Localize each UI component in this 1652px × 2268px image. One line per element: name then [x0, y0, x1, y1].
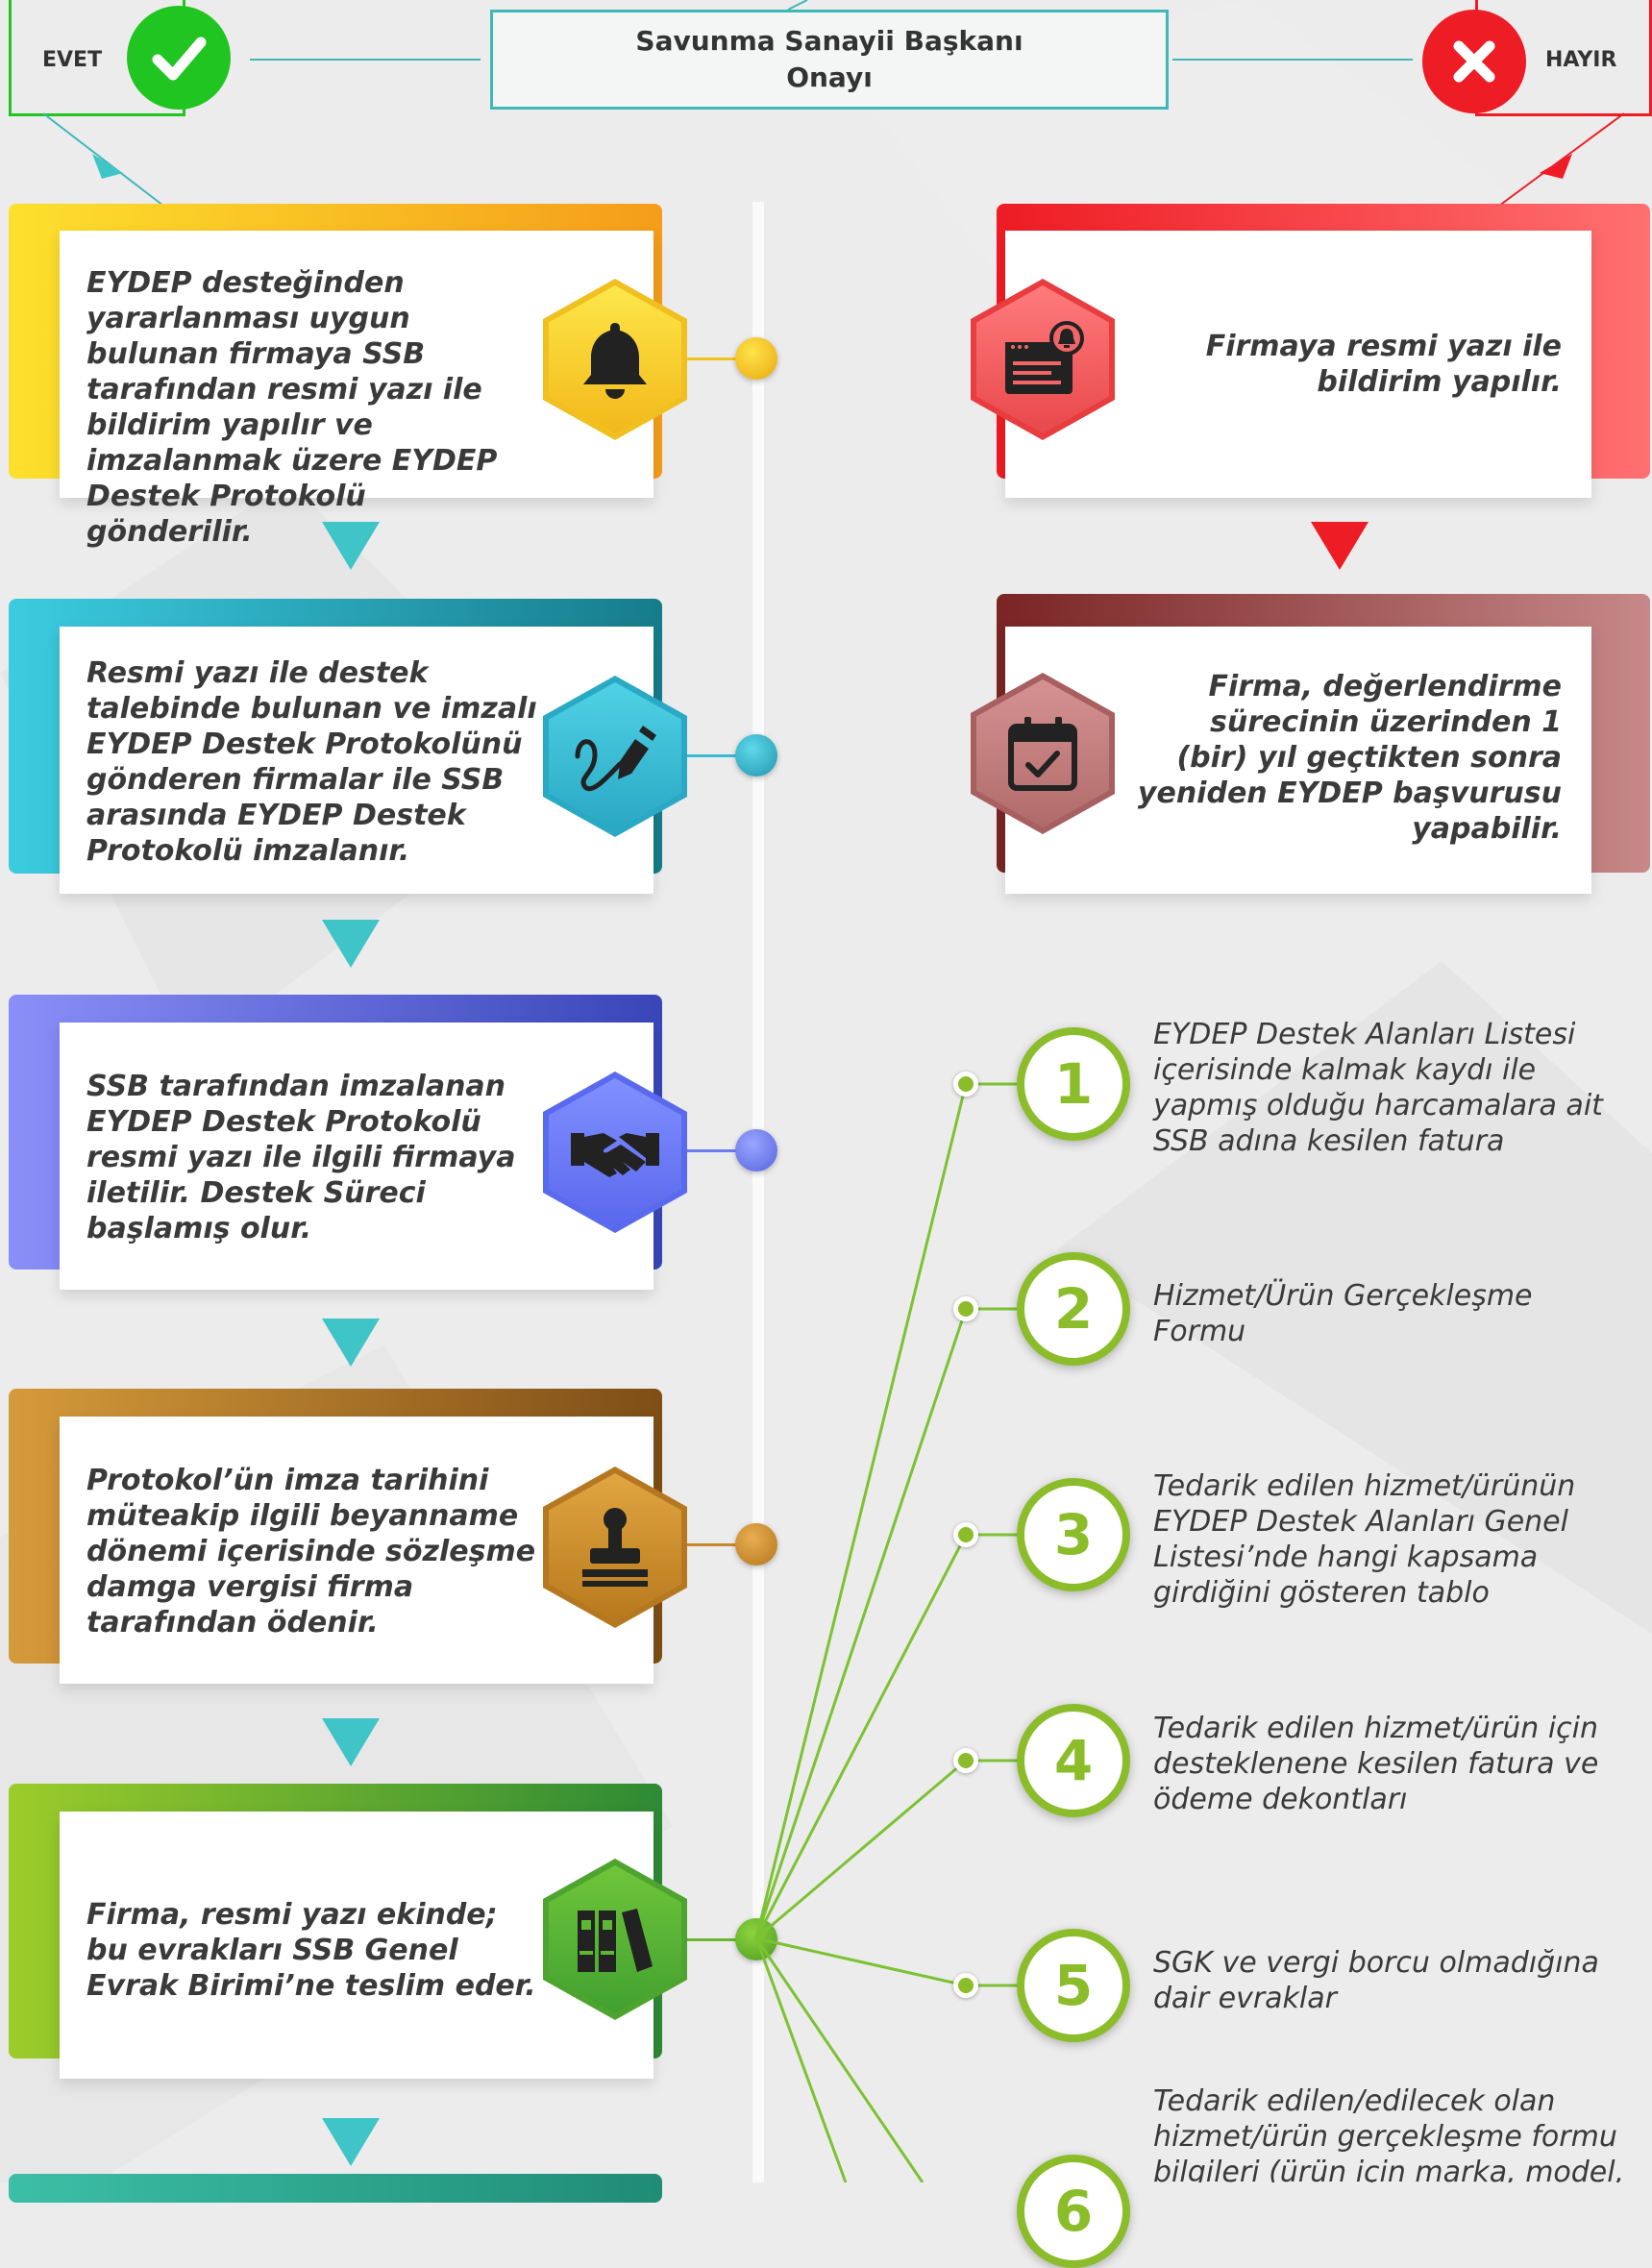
- check-icon: [127, 6, 231, 110]
- bell-icon: [583, 323, 647, 399]
- stamp-icon: [582, 1508, 648, 1587]
- rejection-2-hex: [971, 673, 1115, 834]
- requirement-6-number: 6: [1053, 2179, 1094, 2244]
- down-arrow-icon: [322, 1718, 380, 1766]
- approval-title: Savunma Sanayii Başkanı Onayı: [635, 25, 1023, 93]
- requirement-3-number: 3: [1053, 1502, 1094, 1567]
- step-1-text: EYDEP desteğinden yararlanması uygun bul…: [86, 266, 498, 549]
- step-5-text: Firma, resmi yazı ekinde; bu evrakları S…: [86, 1898, 536, 2003]
- requirement-3-text: Tedarik edilen hizmet/ürünün EYDEP Deste…: [1153, 1469, 1576, 1610]
- requirement-dot: [953, 1973, 978, 1998]
- requirement-dot: [953, 1522, 978, 1547]
- requirement-1-text: EYDEP Destek Alanları Listesi içerisinde…: [1153, 1018, 1603, 1158]
- step-4-hex: [543, 1467, 687, 1628]
- step-2-text: Resmi yazı ile destek talebinde bulunan …: [86, 656, 537, 868]
- step-2-hex: [543, 676, 687, 837]
- requirement-5-number: 5: [1053, 1953, 1094, 2018]
- connector-line: [687, 754, 745, 757]
- requirement-6-text: Tedarik edilen/edilecek olan hizmet/ürün…: [1153, 2084, 1625, 2182]
- connector-line: [687, 357, 745, 360]
- requirement-3-badge: 3: [1017, 1478, 1130, 1591]
- binders-icon: [578, 1909, 653, 1972]
- requirement-6-badge: 6: [1017, 2155, 1130, 2268]
- requirement-2-text: Hizmet/Ürün Gerçekleşme Formu: [1153, 1279, 1533, 1348]
- requirement-5-badge: 5: [1017, 1929, 1130, 2042]
- requirement-dot: [953, 1072, 978, 1097]
- timeline-dot: [735, 1129, 777, 1171]
- requirement-dot: [953, 1748, 978, 1773]
- requirement-4-text: Tedarik edilen hizmet/ürün için destekle…: [1153, 1712, 1599, 1816]
- timeline-dot: [735, 1523, 777, 1565]
- requirement-2-badge: 2: [1017, 1252, 1130, 1366]
- handshake-icon: [571, 1133, 659, 1177]
- step-5-hex: [543, 1859, 687, 2020]
- connector-line: [687, 1543, 745, 1546]
- down-arrow-icon: [322, 1319, 380, 1367]
- down-arrow-icon: [322, 2118, 380, 2166]
- connector-line: [687, 1149, 745, 1152]
- requirement-dot: [953, 1296, 978, 1321]
- rejection-1-hex: [971, 279, 1115, 440]
- timeline-dot: [735, 337, 777, 380]
- rejection-2-text: Firma, değerlendirme sürecinin üzerinden…: [1137, 670, 1562, 846]
- step-4-text: Protokol’ün imza tarihini müteakip ilgil…: [86, 1464, 536, 1639]
- down-arrow-icon: [322, 522, 380, 570]
- requirement-2-number: 2: [1053, 1276, 1094, 1342]
- rejection-1-text: Firmaya resmi yazı ile bildirim yapılır.: [1205, 330, 1562, 399]
- pen-sign-icon: [575, 726, 656, 792]
- requirement-5-text: SGK ve vergi borcu olmadığına dair evrak…: [1153, 1946, 1599, 2015]
- requirement-4-badge: 4: [1017, 1704, 1130, 1817]
- step-3-text: SSB tarafından imzalanan EYDEP Destek Pr…: [86, 1070, 516, 1245]
- yes-label: EVET: [42, 48, 103, 72]
- requirement-1-badge: 1: [1017, 1027, 1130, 1141]
- requirement-4-number: 4: [1053, 1728, 1094, 1793]
- approval-box: Savunma Sanayii Başkanı Onayı: [490, 10, 1169, 110]
- no-label: HAYIR: [1545, 48, 1617, 72]
- timeline-dot: [735, 734, 777, 777]
- down-arrow-icon: [1311, 522, 1368, 570]
- notification-window-icon: [1005, 321, 1084, 394]
- step-1-hex: [543, 279, 687, 440]
- calendar-check-icon: [1008, 717, 1077, 791]
- cross-icon: [1422, 10, 1526, 113]
- header-connectors: [42, 0, 1625, 207]
- requirement-1-number: 1: [1053, 1051, 1094, 1117]
- connector-line: [687, 1938, 745, 1941]
- down-arrow-icon: [322, 920, 380, 968]
- step-3-hex: [543, 1072, 687, 1233]
